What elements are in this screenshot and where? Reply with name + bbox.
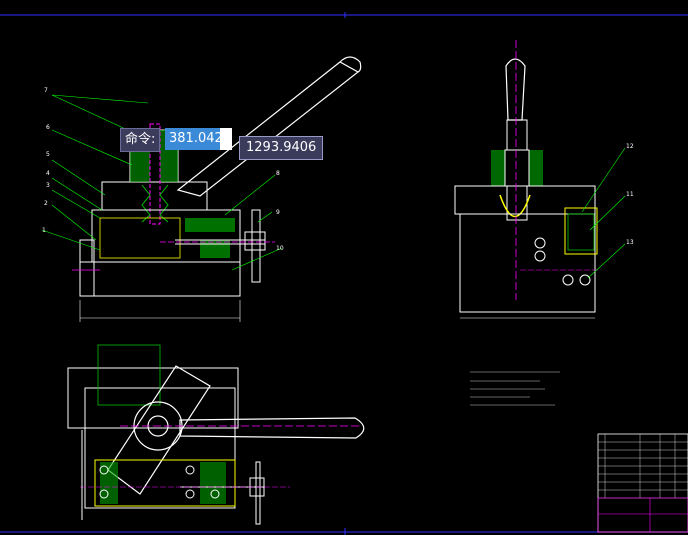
callout-5: 5 [46, 151, 50, 158]
callout-9: 9 [276, 209, 280, 216]
input-cursor-box[interactable] [220, 128, 232, 150]
callout-1: 1 [42, 227, 46, 234]
front-view [41, 56, 362, 322]
top-view [67, 344, 365, 525]
command-prompt-label: 命令: [120, 128, 161, 152]
callout-4: 4 [46, 170, 50, 177]
callout-2: 2 [44, 200, 48, 207]
callout-6: 6 [46, 124, 50, 131]
callout-10: 10 [276, 245, 284, 252]
side-view [454, 40, 626, 319]
callout-13: 13 [626, 239, 634, 246]
callout-labels: 7 6 5 4 3 2 1 8 9 10 12 11 13 [42, 87, 634, 252]
callout-11: 11 [626, 191, 634, 198]
callout-8: 8 [276, 170, 280, 177]
y-coordinate-input[interactable]: 1293.9406 [239, 136, 324, 160]
technical-notes [470, 371, 560, 406]
x-coordinate-input[interactable]: 381.0422 [165, 128, 231, 150]
callout-3: 3 [46, 182, 50, 189]
callout-7: 7 [44, 87, 48, 94]
callout-12: 12 [626, 143, 634, 150]
title-block [597, 433, 688, 533]
